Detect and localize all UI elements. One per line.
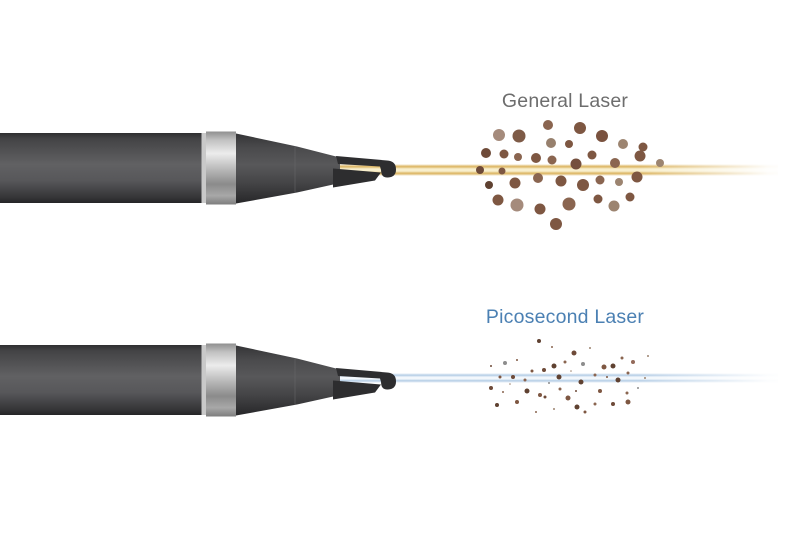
pigment-particle [543,395,547,399]
pigment-particle [533,173,543,183]
pigment-particle [581,362,585,366]
pigment-particle [596,130,608,142]
pigment-particle [565,140,573,148]
pigment-particle [656,159,664,167]
pigment-particle [595,175,605,185]
pigment-particle [578,379,584,385]
pigment-particle [610,158,620,168]
pigment-particle [608,200,620,212]
pigment-particle [638,142,648,152]
pigment-particle [647,355,649,357]
pigment-particle [509,383,511,385]
pigment-particle [502,391,504,393]
pigment-particle [542,368,546,372]
general-laser-panel [0,120,790,230]
pigment-particle [565,395,571,401]
pigment-particle [546,138,556,148]
pigment-particle [556,374,562,380]
pigment-particle [555,175,567,187]
pigment-particle [637,387,639,389]
pigment-particle [593,373,597,377]
pigment-particle [611,402,615,406]
pigment-particle [625,399,631,405]
pigment-particle [489,386,493,390]
general-laser-beam [339,164,778,176]
pigment-particle [523,378,527,382]
pigment-particle [615,178,623,186]
pigment-particle [558,387,562,391]
general-laser-handpiece [0,131,397,205]
pigment-particle [476,166,484,174]
pigment-particle [577,179,589,191]
pigment-particle [538,393,542,397]
picosecond-laser-handpiece [0,343,397,417]
pigment-particle [583,410,587,414]
pigment-particle [543,120,553,130]
pigment-particle [571,350,577,356]
pigment-particle [626,371,630,375]
pigment-particle [511,375,515,379]
pigment-particle [625,192,635,202]
pigment-particle [495,403,499,407]
pigment-particle [551,346,553,348]
pigment-particle [625,391,629,395]
pigment-particle [515,400,519,404]
pigment-particle [598,389,602,393]
pigment-particle [499,149,509,159]
pigment-particle [644,377,646,379]
pigment-particle [481,148,491,158]
picosecond-laser-label: Picosecond Laser [485,306,645,328]
general-laser-label: General Laser [501,90,629,112]
pigment-particle [516,359,518,361]
pigment-particle [490,365,492,367]
pigment-particle [631,171,643,183]
pigment-particle [531,153,541,163]
general-laser-beam-fade [640,163,790,177]
pigment-particle [534,203,546,215]
pigment-particle [601,364,607,370]
pigment-particle [610,363,616,369]
pigment-particle [537,339,541,343]
picosecond-laser-beam-fade [640,372,790,384]
pigment-particle [593,194,603,204]
pigment-particle [510,198,524,212]
pigment-particle [562,197,576,211]
pigment-particle [512,129,526,143]
pigment-particle [493,129,505,141]
pigment-particle [550,218,562,230]
pigment-particle [574,122,586,134]
pigment-particle [620,356,624,360]
pigment-particle [498,375,502,379]
pigment-particle [570,158,582,170]
pigment-particle [509,177,521,189]
pigment-particle [535,411,537,413]
pigment-particle [514,153,522,161]
picosecond-laser-particle-cloud [489,339,649,414]
pigment-particle [589,347,591,349]
pigment-particle [574,404,580,410]
pigment-particle [606,376,608,378]
pigment-particle [593,402,597,406]
pigment-particle [551,363,557,369]
pigment-particle [631,360,635,364]
pigment-particle [570,370,572,372]
pigment-particle [615,377,621,383]
pigment-particle [530,369,534,373]
pigment-particle [575,390,577,392]
pigment-particle [553,408,555,410]
pigment-particle [587,150,597,160]
pigment-particle [634,150,646,162]
picosecond-laser-panel [0,339,790,417]
general-laser-particle-cloud [476,120,664,230]
pigment-particle [485,181,493,189]
pigment-particle [548,382,550,384]
pigment-particle [492,194,504,206]
pigment-particle [498,167,506,175]
pigment-particle [503,361,507,365]
pigment-particle [547,155,557,165]
pigment-particle [618,139,628,149]
pigment-particle [563,360,567,364]
pigment-particle [524,388,530,394]
